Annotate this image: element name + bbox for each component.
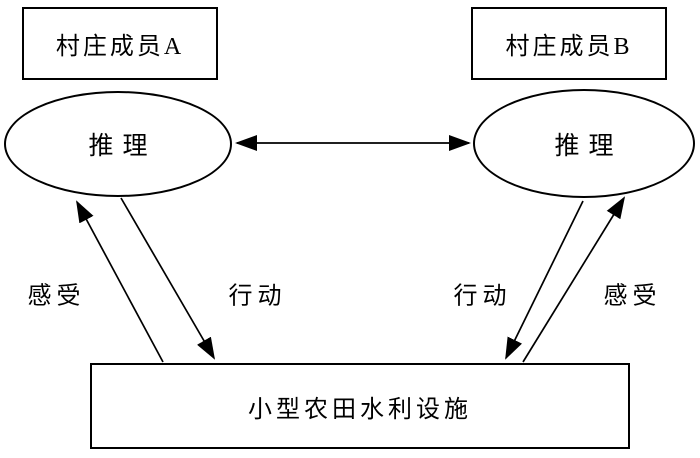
node-village-member-b: 村庄成员B [471, 7, 667, 80]
arrow-perceive-a [76, 200, 164, 363]
node-reasoning-b: 推理 [473, 89, 695, 198]
arrow-act-b [505, 200, 584, 360]
node-reasoning-a: 推理 [4, 91, 232, 197]
node-irrigation-facility: 小型农田水利设施 [90, 363, 630, 449]
edge-label-act-b: 行动 [453, 283, 512, 310]
arrow-act-a [120, 197, 216, 360]
node-village-member-a: 村庄成员A [22, 7, 218, 80]
edge-label-perceive-a: 感受 [27, 283, 86, 310]
edge-label-perceive-b: 感受 [603, 283, 662, 310]
edge-label-act-a: 行动 [228, 283, 287, 310]
